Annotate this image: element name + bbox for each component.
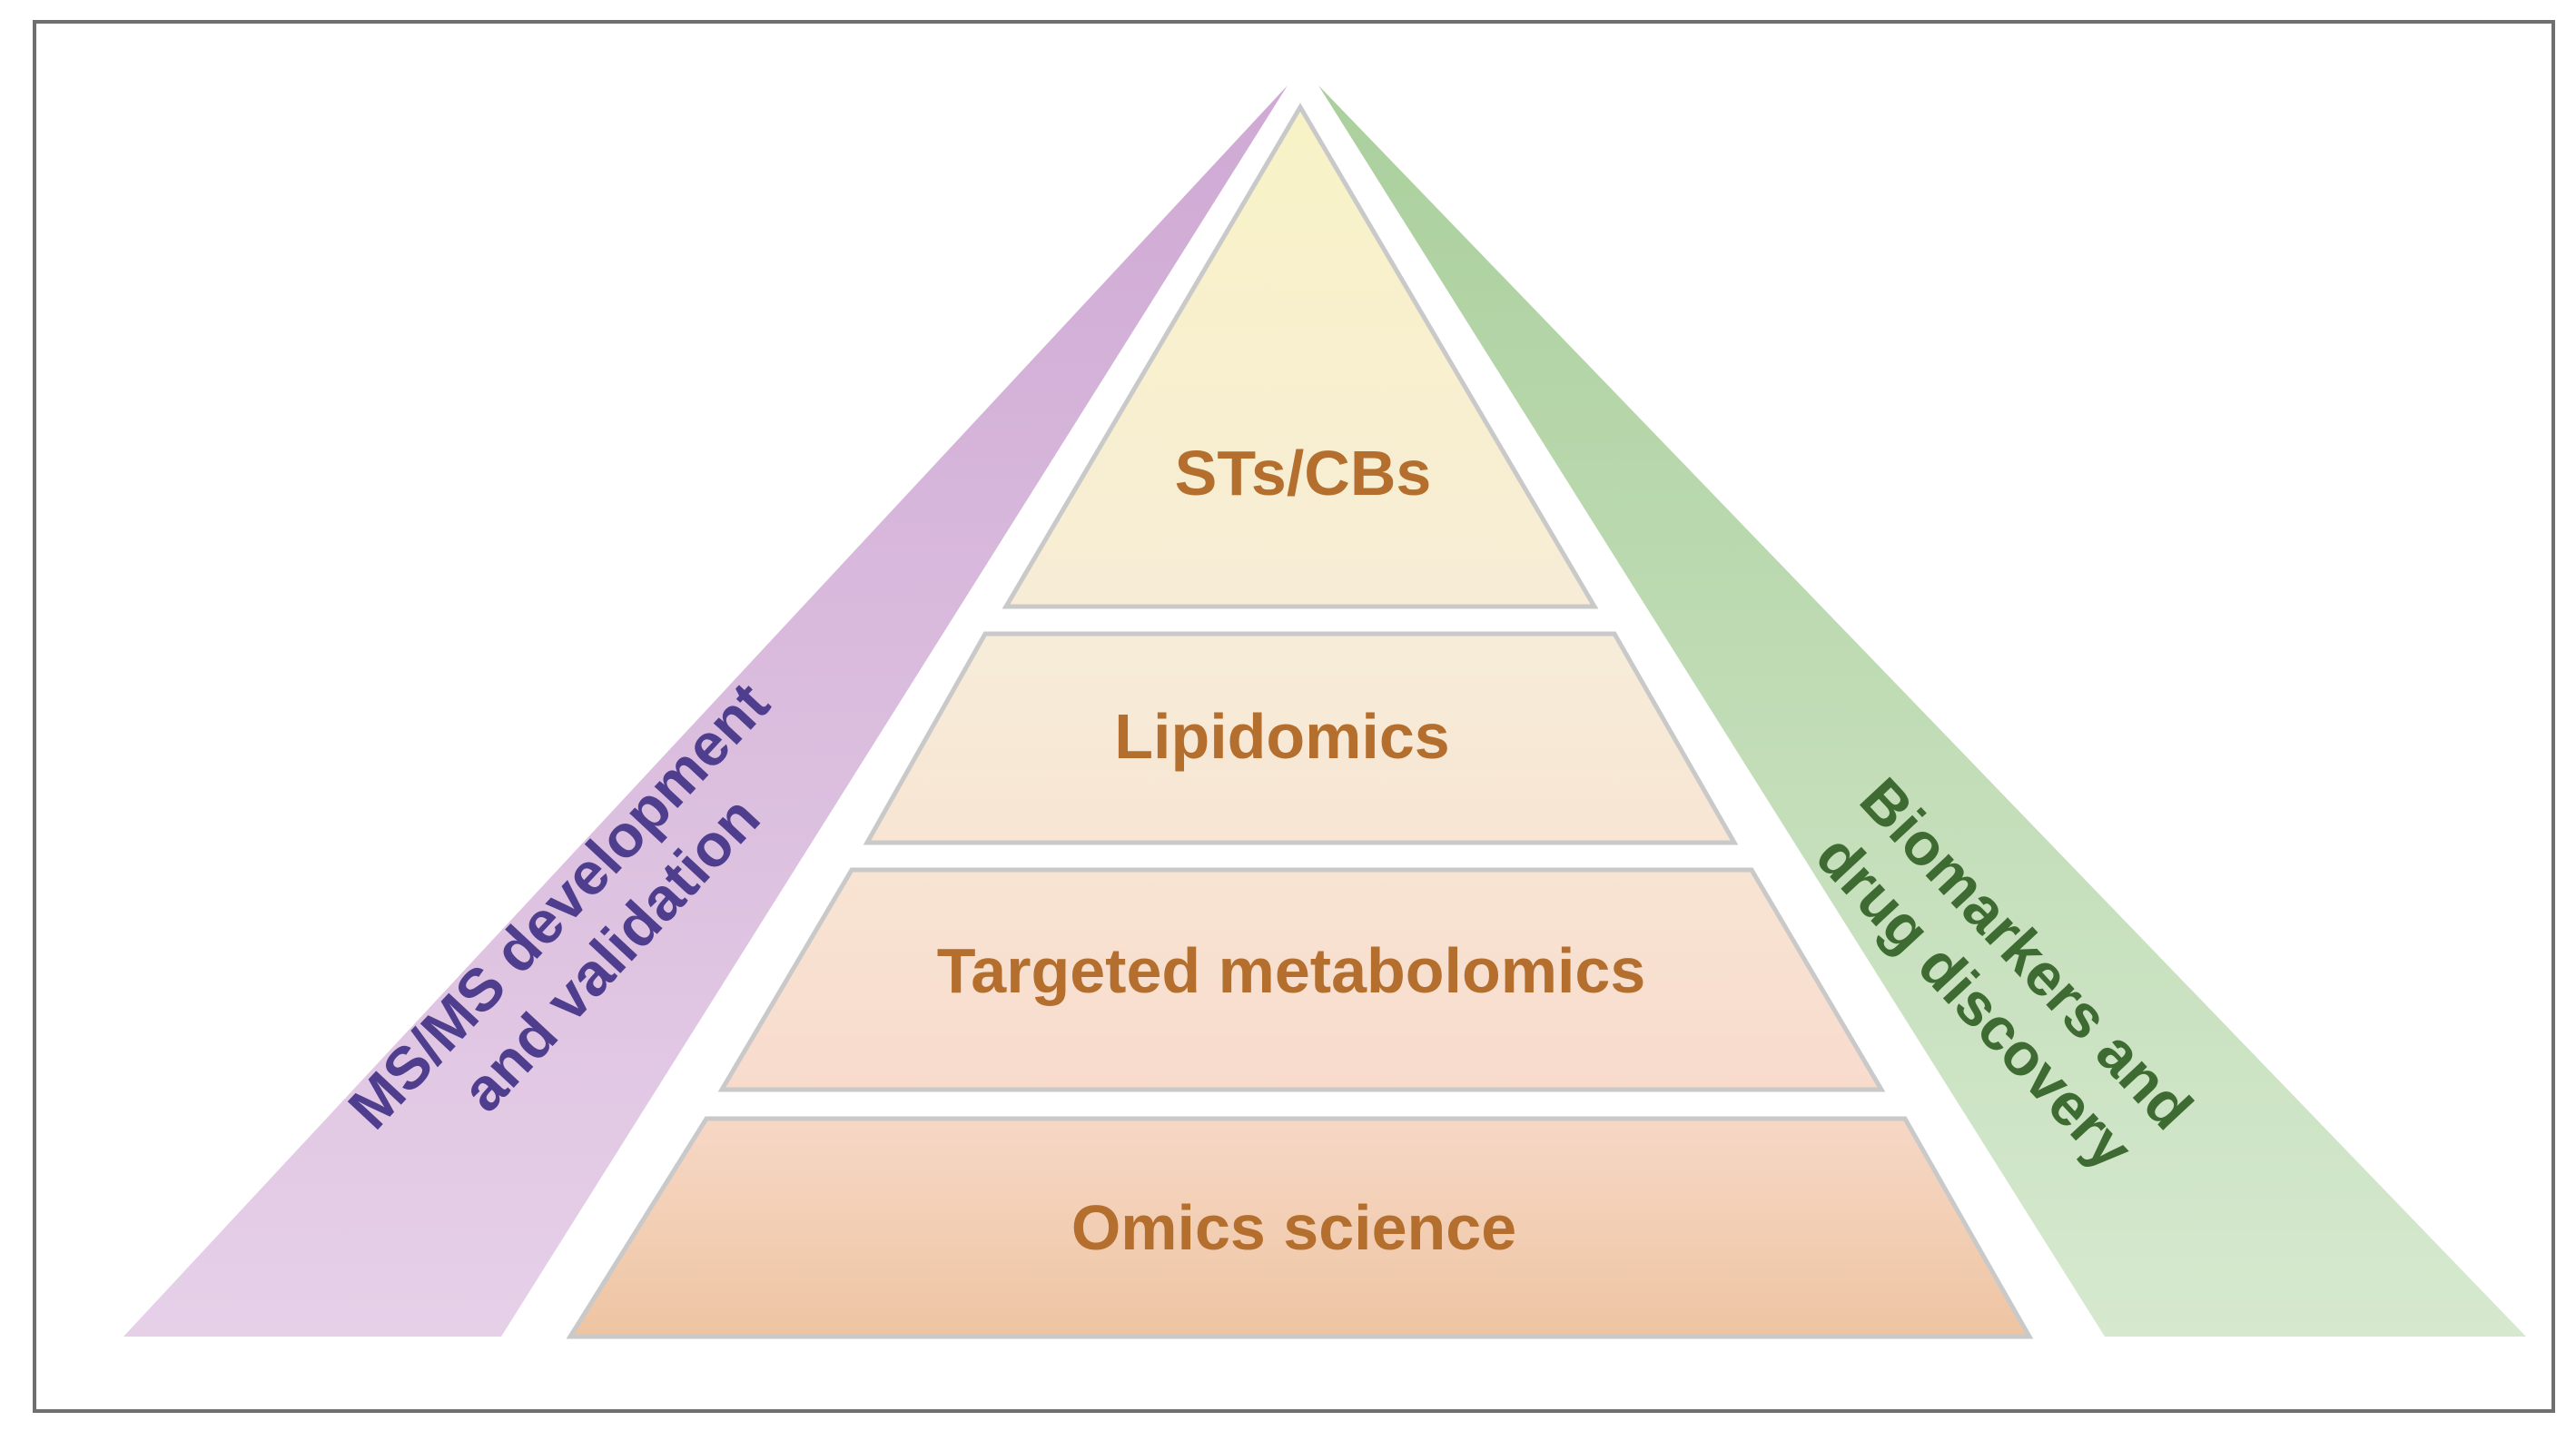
tier-label-sts-cbs: STs/CBs (1175, 438, 1432, 508)
tier-sts-cbs (1002, 103, 1599, 609)
tier-omics-science (566, 1116, 2034, 1339)
tier-lipidomics (863, 631, 1739, 845)
left-wing-band (123, 85, 1288, 1337)
tier-targeted-metabolomics (717, 867, 1886, 1092)
right-wing-band (1318, 85, 2526, 1337)
tier-label-lipidomics: Lipidomics (1114, 701, 1449, 772)
tier-label-targeted-metabolomics: Targeted metabolomics (937, 935, 1646, 1006)
tier-label-omics-science: Omics science (1071, 1192, 1516, 1263)
